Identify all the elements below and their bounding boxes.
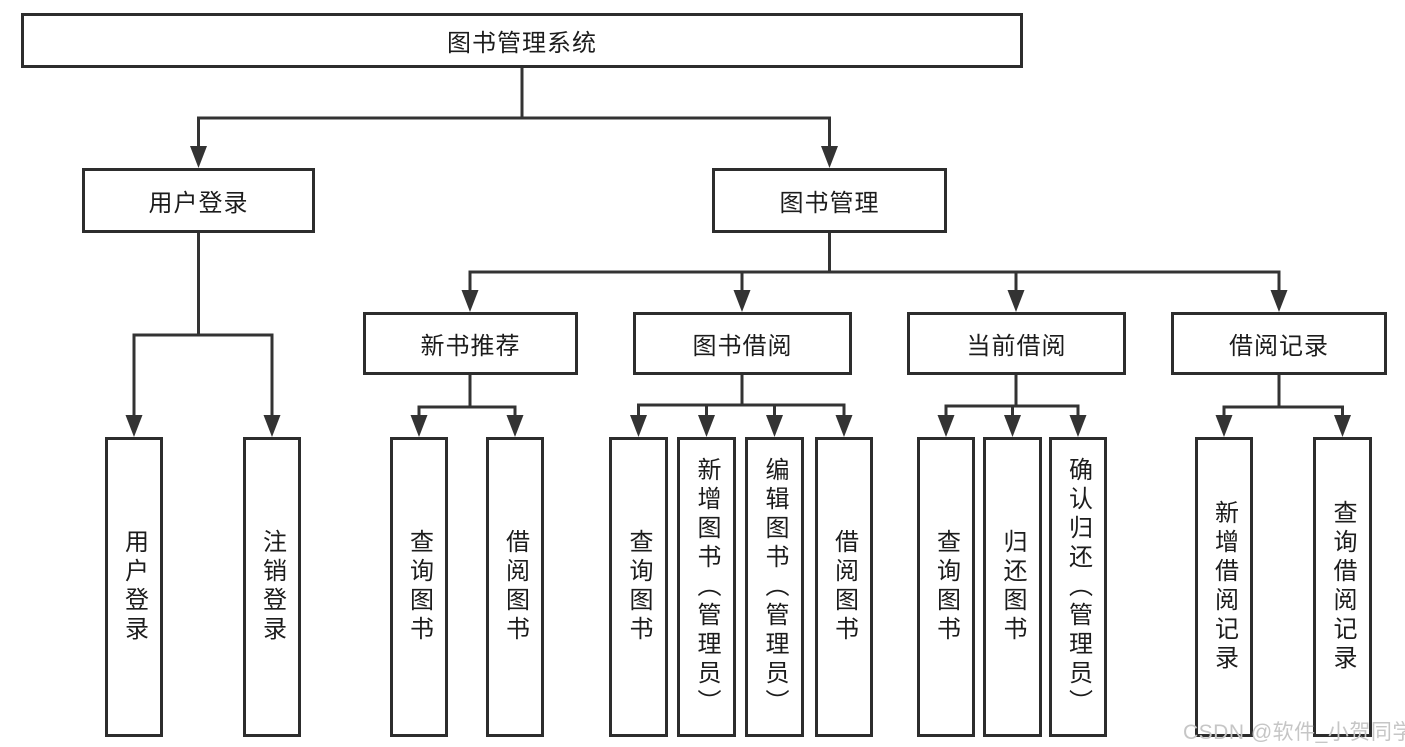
node-book-management: 图书管理	[712, 168, 947, 233]
node-bb-query-books: 查询图书	[609, 437, 668, 737]
node-br-add-record: 新增借阅记录	[1195, 437, 1253, 737]
node-new-book-recommend: 新书推荐	[363, 312, 578, 375]
node-user-login-leaf: 用户登录	[105, 437, 163, 737]
node-bb-add-books-admin: 新增图书（管理员）	[677, 437, 736, 737]
node-cb-confirm-return-admin: 确认归还（管理员）	[1049, 437, 1107, 737]
node-bb-borrow-books: 借阅图书	[815, 437, 873, 737]
node-nbr-query-books: 查询图书	[390, 437, 448, 737]
node-br-query-record: 查询借阅记录	[1313, 437, 1372, 737]
arrowheads	[125, 146, 1351, 437]
node-current-borrowing: 当前借阅	[907, 312, 1126, 375]
node-library-system: 图书管理系统	[21, 13, 1023, 68]
node-nbr-borrow-books: 借阅图书	[486, 437, 544, 737]
node-user-login: 用户登录	[82, 168, 315, 233]
node-book-borrowing: 图书借阅	[633, 312, 852, 375]
node-cb-return-books: 归还图书	[983, 437, 1042, 737]
node-bb-edit-books-admin: 编辑图书（管理员）	[745, 437, 804, 737]
node-borrowing-records: 借阅记录	[1171, 312, 1387, 375]
node-logout: 注销登录	[243, 437, 301, 737]
watermark: CSDN @软件_小贺同学	[1183, 721, 1405, 744]
node-cb-query-books: 查询图书	[917, 437, 975, 737]
